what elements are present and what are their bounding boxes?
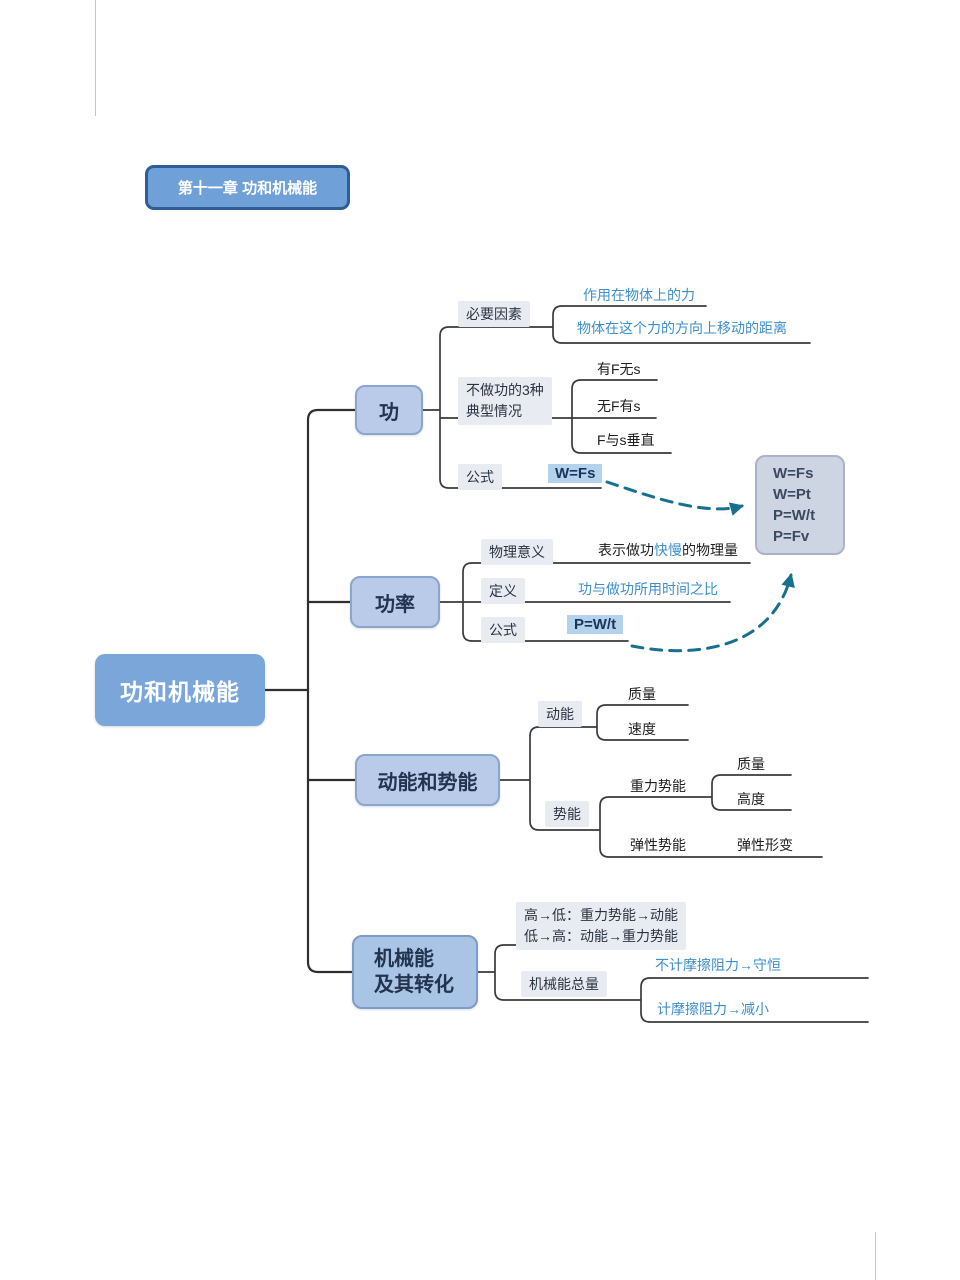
branch-node-gonglv: 功率	[350, 576, 440, 628]
text-friction-decrease: 计摩擦阻力→减小	[657, 1001, 769, 1017]
chip-buzuogong: 不做功的3种 典型情况	[458, 377, 552, 425]
text-elastic-pe: 弹性势能	[630, 837, 686, 853]
formula-line-wfs: W=Fs	[773, 465, 814, 482]
trunk-lines	[263, 408, 357, 974]
branch-node-dongshi: 动能和势能	[355, 754, 500, 806]
formula-line-wpt: W=Pt	[773, 486, 811, 503]
formula-line-pfv: P=Fv	[773, 528, 810, 545]
text-physical-meaning: 表示做功快慢的物理量	[598, 540, 738, 560]
formula-summary-box: W=Fs W=Pt P=W/t P=Fv	[755, 455, 845, 555]
chip-gongshi-work: 公式	[458, 464, 502, 490]
meaning-post: 的物理量	[682, 542, 738, 558]
text-case-F-perp-s: F与s垂直	[597, 432, 655, 448]
buzuogong-line1: 不做功的3种	[466, 382, 544, 398]
text-ke-mass: 质量	[628, 686, 656, 702]
chip-dingyi: 定义	[481, 578, 525, 604]
chapter-badge: 第十一章 功和机械能	[145, 165, 350, 210]
text-gravitational-pe: 重力势能	[630, 778, 686, 794]
chip-dongneng: 动能	[538, 701, 582, 727]
jixie-label-line2: 及其转化	[374, 974, 454, 996]
meaning-pre: 表示做功	[598, 542, 654, 558]
text-distance-along-force: 物体在这个力的方向上移动的距离	[577, 320, 787, 336]
chip-biyao-yinsu: 必要因素	[458, 301, 530, 327]
text-gpe-height: 高度	[737, 791, 765, 807]
text-case-wuF-yous: 无F有s	[597, 398, 641, 414]
dashed-arrow-pwt	[630, 572, 795, 653]
gonglv-branch-lines	[439, 562, 751, 642]
text-no-friction-conserved: 不计摩擦阻力→守恒	[655, 957, 781, 973]
text-ke-speed: 速度	[628, 721, 656, 737]
conversion-line1: 高→低：重力势能→动能	[524, 907, 678, 923]
box-energy-conversion: 高→低：重力势能→动能 低→高：动能→重力势能	[516, 902, 686, 950]
dashed-arrow-wfs	[605, 480, 744, 516]
chip-jixieneng-zongliang: 机械能总量	[521, 971, 607, 997]
buzuogong-line2: 典型情况	[466, 403, 522, 419]
meaning-highlight: 快慢	[654, 542, 682, 558]
text-case-youF-wus: 有F无s	[597, 361, 641, 377]
jixie-branch-lines	[477, 944, 869, 1023]
branch-node-jixie: 机械能 及其转化	[352, 935, 478, 1009]
formula-highlight-wfs: W=Fs	[548, 464, 603, 483]
text-power-definition: 功与做功所用时间之比	[578, 581, 718, 597]
chip-shineng: 势能	[545, 801, 589, 827]
branch-node-gong: 功	[355, 385, 423, 435]
text-elastic-deformation: 弹性形变	[737, 837, 793, 853]
text-force-on-object: 作用在物体上的力	[583, 287, 695, 303]
jixie-label-line1: 机械能	[374, 948, 434, 970]
page-break-line-bottom	[875, 1232, 876, 1280]
text-gpe-mass: 质量	[737, 756, 765, 772]
formula-highlight-pwt: P=W/t	[567, 615, 624, 634]
conversion-line2: 低→高：动能→重力势能	[524, 928, 678, 944]
chip-wuli-yiyi: 物理意义	[481, 539, 553, 565]
formula-line-pwt: P=W/t	[773, 507, 816, 524]
chip-gongshi-power: 公式	[481, 617, 525, 643]
page-break-line-top	[95, 0, 96, 116]
root-node: 功和机械能	[95, 654, 265, 726]
dongshi-branch-lines	[499, 704, 823, 858]
